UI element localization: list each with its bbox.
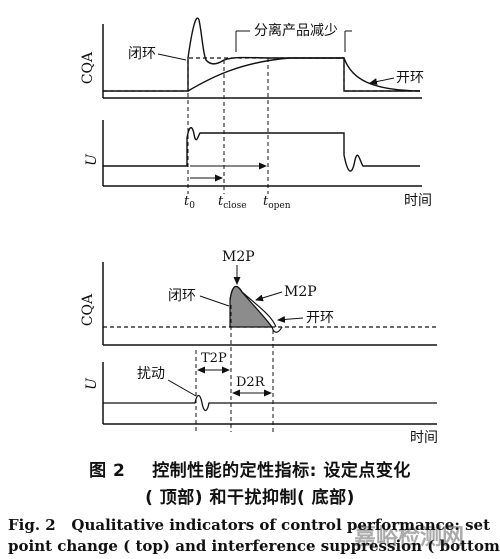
bottom-open-loop-curve [229, 285, 277, 328]
caption-en-fig-number: Fig. 2 [8, 516, 56, 534]
top-closed-loop-pointer [157, 53, 187, 61]
bottom-disturbance-label: 扰动 [137, 366, 165, 382]
top-topen-label: topen [263, 194, 291, 211]
bottom-panel: CQA M2P M2P 闭环 开环 U 扰动 T2P [80, 249, 438, 446]
top-separation-label: 分离产品减少 [254, 22, 338, 39]
bottom-m2p-area [229, 285, 274, 328]
caption-en-line-2: point change ( top) and interference sup… [8, 537, 500, 555]
caption-en-text-1: Qualitative indicators of control perfor… [71, 516, 491, 534]
top-cqa-axes [102, 24, 422, 99]
bottom-m2p-right-pointer [255, 291, 283, 302]
svg-text:嘉峪检测网: 嘉峪检测网 [354, 524, 464, 550]
bottom-time-label: 时间 [410, 430, 438, 446]
bottom-closed-loop-curve [271, 326, 283, 333]
bottom-closed-loop-pointer [199, 295, 230, 307]
bottom-t2p-label: T2P [201, 351, 227, 366]
bottom-open-loop-pointer [277, 315, 304, 323]
top-t0-label: t0 [184, 194, 195, 211]
top-separation-bracket-right [344, 30, 352, 52]
bottom-u-axes [102, 362, 437, 425]
top-u-label: U [84, 153, 100, 166]
bottom-closed-loop-label: 闭环 [168, 288, 196, 304]
bottom-cqa-axes [102, 262, 437, 346]
bottom-m2p-top-label: M2P [222, 249, 255, 265]
top-tclose-label: tclose [218, 194, 247, 211]
top-closed-loop-drop [343, 58, 420, 92]
caption-zh-line-1: 图 2 控制性能的定性指标: 设定点变化 [0, 456, 500, 481]
top-open-loop-label: 开环 [396, 70, 424, 86]
caption-zh-fig-number: 图 2 [89, 461, 126, 481]
caption-en-text-2: point change ( top) and interference sup… [8, 537, 500, 555]
top-u-signal [103, 127, 420, 172]
control-performance-diagram: CQA 闭环 分离产品减少 开环 U [80, 17, 438, 446]
top-u-axes [102, 120, 422, 187]
caption-zh-text-1: 控制性能的定性指标: 设定点变化 [152, 461, 411, 481]
bottom-d2r-label: D2R [236, 375, 266, 390]
top-cqa-label: CQA [80, 51, 96, 84]
bottom-open-loop-label: 开环 [306, 310, 334, 326]
bottom-u-signal [103, 394, 437, 412]
top-closed-loop-curve [103, 17, 344, 92]
top-closed-loop-label: 闭环 [128, 46, 156, 62]
top-separation-bracket [235, 30, 250, 52]
top-open-loop-curve [187, 57, 421, 92]
caption-en-line-1: Fig. 2 Qualitative indicators of control… [8, 516, 500, 534]
bottom-disturbance-pointer [167, 379, 197, 397]
top-setpoint-line [103, 57, 420, 92]
bottom-u-label: U [84, 377, 100, 390]
caption-zh-line-2: ( 顶部) 和干扰抑制( 底部) [145, 488, 355, 508]
bottom-m2p-right-label: M2P [284, 284, 317, 300]
watermark-logo: 嘉峪检测网 [354, 521, 494, 555]
bottom-cqa-label: CQA [80, 293, 96, 326]
top-panel: CQA 闭环 分离产品减少 开环 U [80, 17, 432, 211]
top-time-label: 时间 [404, 193, 432, 209]
top-open-loop-pointer [369, 77, 395, 85]
